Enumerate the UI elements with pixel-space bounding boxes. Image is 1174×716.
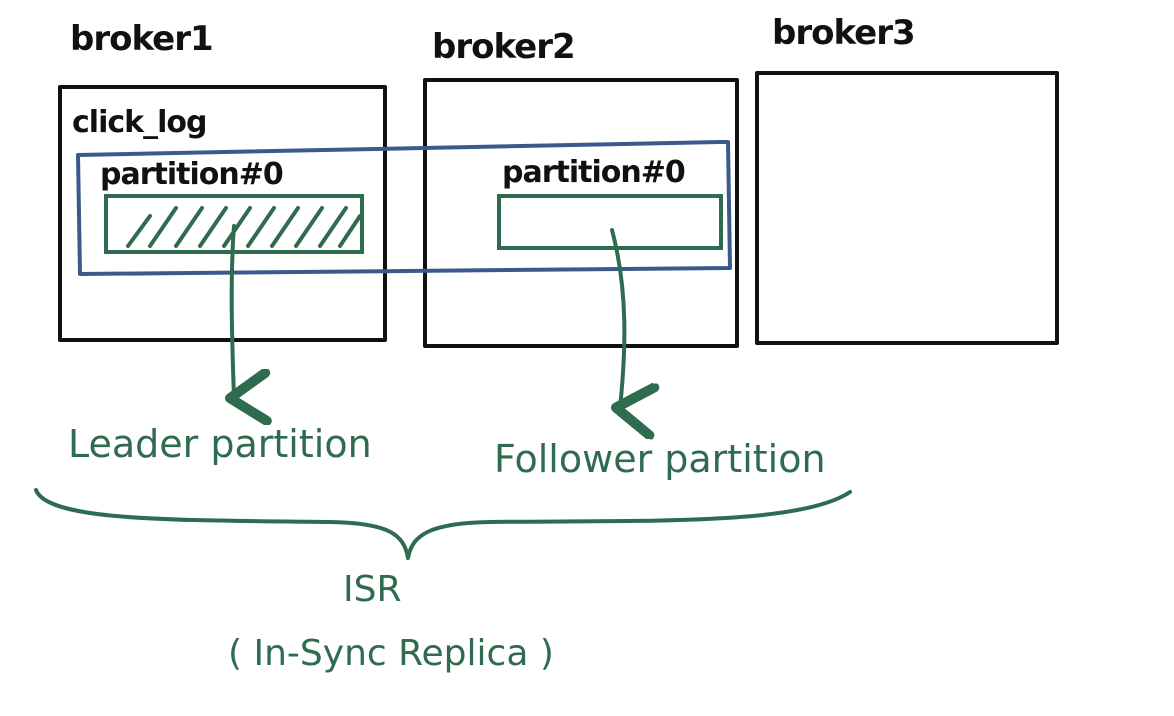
broker-box-3 [755,71,1059,345]
broker-box-2 [423,78,739,348]
broker-2-label: broker2 [432,27,576,67]
leader-partition-hatching [126,206,362,248]
leader-arrow [232,224,234,398]
isr-label: ISR [343,569,402,610]
broker-box-1 [58,85,387,342]
broker-1-label: broker1 [70,19,214,59]
leader-partition-annotation: Leader partition [68,422,372,466]
follower-partition-bar [497,194,723,250]
isr-full-label: ( In-Sync Replica ) [228,633,554,674]
topic-outline [76,140,732,276]
broker-3-label: broker3 [772,13,916,53]
topic-label: click_log [72,105,207,140]
leader-partition-label: partition#0 [100,157,284,192]
follower-partition-annotation: Follower partition [494,437,826,481]
follower-arrow [610,228,624,408]
follower-partition-label: partition#0 [502,155,686,190]
isr-brace [34,488,852,560]
